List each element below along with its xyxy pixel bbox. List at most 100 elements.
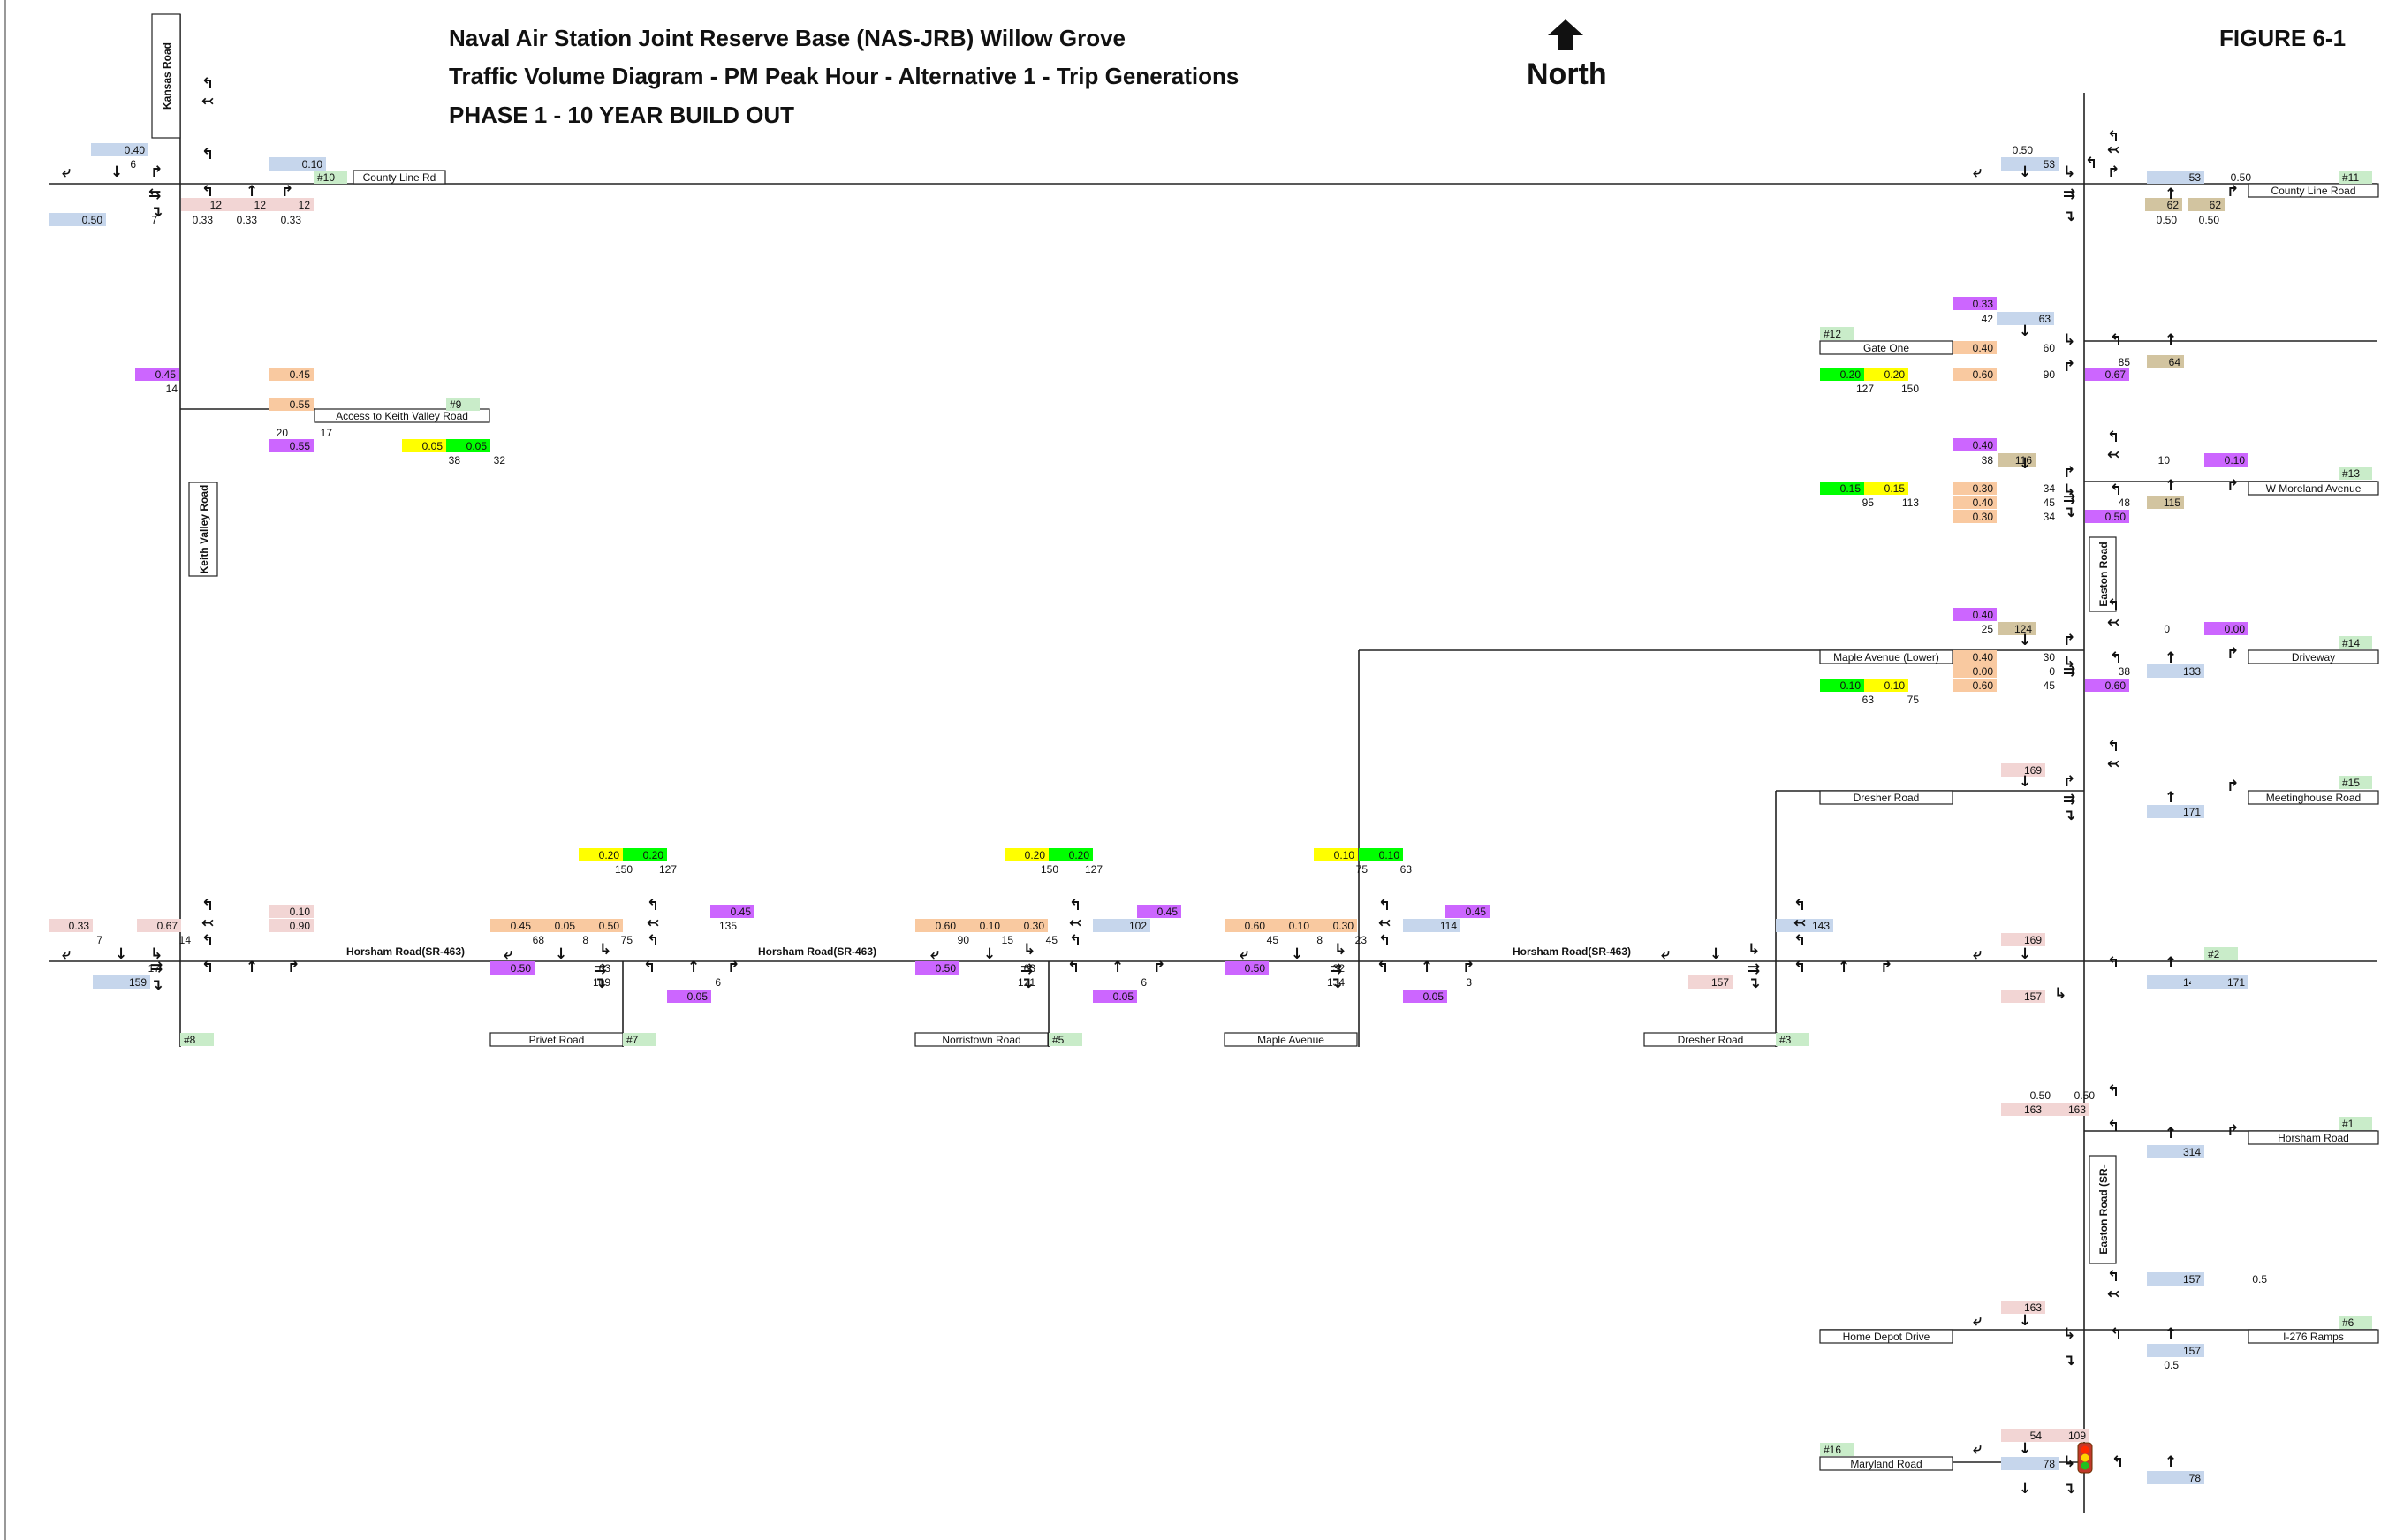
volume-value: 45: [2044, 497, 2056, 509]
movement-arrow-icon: ↢: [201, 93, 214, 110]
volume-value: 102: [1129, 920, 1147, 932]
volume-value: 32: [1333, 962, 1346, 975]
movement-arrow-icon: ⤶: [1661, 945, 1670, 963]
volume-cell: 0.50: [490, 961, 535, 975]
volume-value: #15: [2342, 777, 2360, 789]
volume-cell: 32: [494, 454, 506, 467]
movement-arrow-icon: ↱: [727, 959, 739, 976]
volume-value: 124: [2014, 623, 2032, 635]
volume-cell: 0.33: [49, 919, 93, 932]
movement-arrow-icon: ↑: [2165, 1325, 2177, 1343]
volume-cell: 6: [715, 976, 721, 989]
volume-cell: 0.33: [237, 214, 258, 226]
volume-value: 0.20: [599, 849, 620, 861]
road-label-text: Horsham Road(SR-463): [1513, 945, 1631, 958]
volume-cell: 0.60: [2085, 679, 2129, 692]
road-label-text: Horsham Road(SR-463): [346, 945, 465, 958]
volume-value: 0.30: [1973, 482, 1994, 495]
figure-label: FIGURE 6-1: [2219, 25, 2346, 51]
road-label-county-line-rd: County Line Rd: [353, 170, 446, 185]
volume-cell: 0.50: [49, 213, 106, 226]
volume-cell: 90: [958, 934, 970, 946]
road-label-text: Privet Road: [529, 1034, 585, 1046]
volume-value: 12: [254, 199, 267, 211]
movement-arrow-icon: ↳: [150, 945, 163, 963]
volume-cell: #13: [2339, 467, 2372, 480]
volume-value: 0.10: [302, 158, 323, 171]
volume-cell: 0.60: [915, 919, 959, 932]
volume-cell: 314: [2147, 1145, 2204, 1158]
road-label-text: Horsham Road(SR-463): [758, 945, 876, 958]
road-label-text: Norristown Road: [942, 1034, 1020, 1046]
movement-arrow-icon: ↰: [2107, 429, 2119, 446]
movement-arrow-icon: ↑: [1421, 959, 1433, 976]
volume-cell: 0.05: [667, 990, 711, 1003]
movement-arrow-icon: ↴: [2063, 1480, 2075, 1498]
volume-value: 0.33: [69, 920, 90, 932]
volume-value: 63: [2039, 313, 2051, 325]
road-label-text: Driveway: [2292, 651, 2335, 664]
movement-arrow-icon: ↱: [2226, 778, 2239, 795]
movement-arrow-icon: ↢: [1069, 914, 1081, 932]
movement-arrow-icon: ⤶: [1973, 1312, 1982, 1330]
volume-value: 0.15: [1884, 482, 1906, 495]
movement-arrow-icon: ↰: [2110, 649, 2122, 667]
volume-value: 75: [1356, 863, 1369, 876]
movement-arrow-icon: ↴: [150, 203, 163, 221]
movement-arrow-icon: ↰: [1793, 932, 1806, 950]
movement-arrow-icon: ⇉: [1020, 960, 1033, 978]
movement-arrow-icon: ↓: [2019, 632, 2031, 649]
volume-value: #3: [1779, 1034, 1792, 1046]
movement-arrow-icon: ↰: [2110, 1325, 2122, 1343]
volume-value: 8: [582, 934, 588, 946]
volume-value: 0.05: [555, 920, 576, 932]
volume-cell: 0.67: [137, 919, 181, 932]
volume-cell: 0.67: [2085, 368, 2129, 381]
volume-cell: 115: [2147, 496, 2184, 509]
movement-arrow-icon: ↰: [2107, 1082, 2119, 1100]
volume-cell: 0.10: [1314, 848, 1358, 861]
volume-cell: 53: [2147, 171, 2204, 184]
volume-cell: 157: [2147, 1272, 2204, 1286]
road-label-dresher-lower: Dresher Road: [1643, 1032, 1778, 1047]
volume-cell: 0.15: [1864, 482, 1908, 495]
volume-value: 0.05: [1113, 990, 1134, 1003]
volume-value: #12: [1824, 328, 1841, 340]
road-label-dresher-upper: Dresher Road: [1819, 790, 1953, 805]
movement-arrow-icon: ↢: [2107, 755, 2119, 773]
movement-arrow-icon: ↰: [2110, 482, 2122, 499]
volume-value: 157: [1711, 976, 1729, 989]
volume-value: 0.50: [2074, 1089, 2096, 1102]
movement-arrow-icon: ↱: [2107, 163, 2119, 181]
volume-value: 34: [2044, 482, 2056, 495]
volume-value: 7: [151, 214, 157, 226]
volume-value: 0.50: [82, 214, 103, 226]
volume-cell: 114: [1403, 919, 1460, 932]
volume-cell: 124: [1998, 622, 2036, 635]
volume-cell: 157: [2001, 990, 2045, 1003]
volume-value: 64: [2169, 356, 2181, 368]
road-label-text: Access to Keith Valley Road: [336, 410, 468, 422]
volume-value: 169: [2024, 934, 2042, 946]
movement-arrow-icon: ↓: [2019, 163, 2031, 181]
volume-value: 0.45: [731, 906, 752, 918]
movement-arrow-icon: ↳: [1748, 941, 1760, 959]
volume-cell: 0.33: [1953, 297, 1997, 310]
volume-value: 0.60: [1245, 920, 1266, 932]
title-line-2: Traffic Volume Diagram - PM Peak Hour - …: [449, 63, 1239, 89]
volume-value: 75: [1907, 694, 1920, 706]
road-label-gate-one: Gate One: [1819, 340, 1953, 355]
volume-value: 0.55: [290, 398, 311, 411]
movement-arrow-icon: ↢: [2107, 1286, 2119, 1303]
volume-value: 0.15: [1840, 482, 1862, 495]
movement-arrow-icon: ↳: [2063, 482, 2075, 499]
volume-cell: 32: [1333, 962, 1346, 975]
volume-cell: 171: [2147, 805, 2204, 818]
volume-cell: 0.05: [1403, 990, 1447, 1003]
volume-value: 12: [299, 199, 311, 211]
road-label-text: County Line Rd: [363, 171, 436, 184]
volume-value: 143: [1812, 920, 1830, 932]
volume-cell: 78: [2001, 1457, 2059, 1470]
movement-arrow-icon: ↑: [687, 959, 700, 976]
